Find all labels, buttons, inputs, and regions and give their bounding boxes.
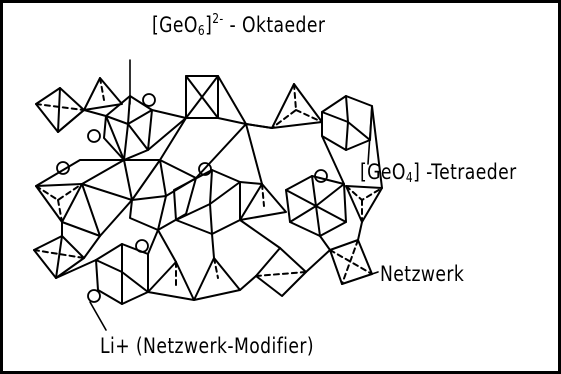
tetrahedron xyxy=(255,247,307,297)
lower-polyhedra-chain xyxy=(33,219,373,305)
leader-lines xyxy=(89,59,379,331)
li-ion xyxy=(135,239,149,253)
lithium-ions xyxy=(56,93,328,303)
octahedron xyxy=(129,159,197,231)
network-label: Netzwerk xyxy=(380,262,465,286)
octahedron-label: [GeO6]2- - Oktaeder xyxy=(152,12,326,39)
octahedron xyxy=(173,169,241,235)
tetrahedron xyxy=(193,257,241,301)
tetrahedron xyxy=(81,159,133,201)
tetrahedron xyxy=(35,183,83,223)
li-ion xyxy=(87,129,101,143)
tetrahedron xyxy=(83,77,123,111)
li-ion xyxy=(142,93,156,107)
li-ion xyxy=(198,162,212,176)
tetrahedron xyxy=(147,261,195,301)
li-ion xyxy=(56,161,70,175)
modifier-label: Li+ (Netzwerk-Modifier) xyxy=(100,334,314,358)
li-ion xyxy=(314,169,328,183)
tetrahedron xyxy=(345,185,383,223)
tetrahedron xyxy=(271,83,323,129)
tetrahedron-label: [GeO4] -Tetraeder xyxy=(360,160,517,186)
tetrahedron xyxy=(239,183,287,221)
middle-network xyxy=(35,105,383,237)
li-ion xyxy=(87,289,101,303)
upper-polyhedra-chain xyxy=(35,75,373,161)
